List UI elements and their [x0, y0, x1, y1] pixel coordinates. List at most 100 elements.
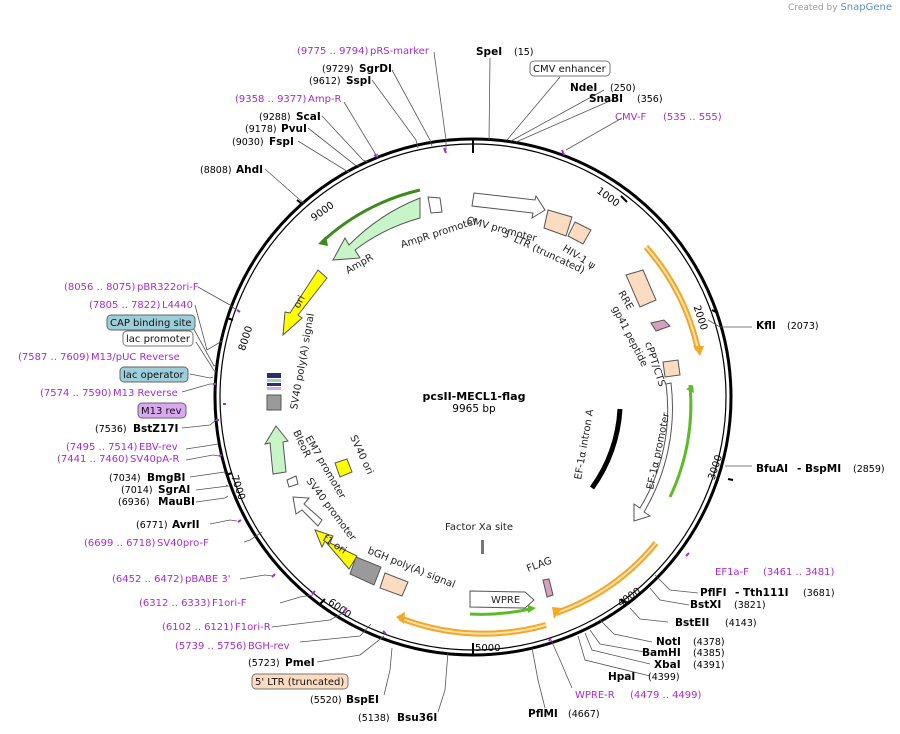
site-ahdi[interactable]: (8808)AhdI	[200, 164, 263, 176]
site-bamhi[interactable]: BamHI(4385)	[642, 647, 725, 659]
feature-grey-block[interactable]	[349, 556, 382, 586]
feature-sv40-ori[interactable]	[334, 458, 353, 478]
svg-text:(6102 .. 6121): (6102 .. 6121)	[162, 622, 234, 633]
primer-labels: (9775 .. 9794)pRS-marker (9358 .. 9377)A…	[18, 46, 835, 701]
primer-prs-marker[interactable]: (9775 .. 9794)pRS-marker	[297, 46, 430, 57]
primer-f1ori-r[interactable]: (6102 .. 6121)F1ori-R	[162, 622, 271, 633]
label-m13-rev[interactable]: M13 rev	[137, 402, 187, 419]
svg-text:(6771): (6771)	[136, 520, 168, 531]
primer-amp-r[interactable]: (9358 .. 9377)Amp-R	[235, 94, 342, 105]
site-sspi[interactable]: (9612)SspI	[309, 75, 371, 87]
feature-rre[interactable]	[625, 269, 657, 308]
primer-bgh-rev[interactable]: (5739 .. 5756)BGH-rev	[175, 641, 290, 652]
feature-flag[interactable]	[542, 578, 554, 598]
svg-text:(9358 .. 9377): (9358 .. 9377)	[235, 94, 307, 105]
cds-orange-lower[interactable]	[555, 541, 659, 616]
features	[263, 188, 704, 637]
primer-l4440[interactable]: (7805 .. 7822)L4440	[89, 300, 193, 311]
site-hpai[interactable]: HpaI (4399)	[608, 671, 680, 683]
primer-sv40pro-f[interactable]: (6699 .. 6718)SV40pro-F	[84, 538, 209, 549]
site-maubi[interactable]: (6936)MauBI	[118, 496, 195, 508]
svg-text:(7034): (7034)	[109, 473, 141, 484]
svg-text:CMV enhancer: CMV enhancer	[533, 64, 607, 75]
primer-m13-puc-reverse[interactable]: (7587 .. 7609)M13/pUC Reverse	[18, 352, 180, 363]
site-noti[interactable]: NotI(4378)	[656, 636, 725, 648]
site-avrii[interactable]: (6771)AvrII	[136, 519, 200, 531]
site-xbai[interactable]: XbaI(4391)	[654, 659, 725, 671]
feature-grey-small[interactable]	[266, 394, 282, 411]
svg-text:(7014): (7014)	[121, 485, 153, 496]
svg-text:PmeI: PmeI	[285, 657, 315, 669]
primer-wpre-r[interactable]: WPRE-R(4479 .. 4499)	[575, 690, 702, 701]
tick-5000: 5000	[475, 643, 500, 654]
site-pflfi-tth111i[interactable]: PflFI- Tth111I(3681)	[700, 587, 835, 599]
svg-text:(2859): (2859)	[853, 464, 885, 475]
site-sgrai[interactable]: (7014)SgrAI	[121, 484, 190, 496]
feature-ampr-promoter[interactable]	[427, 196, 443, 214]
cds-green-wpre[interactable]	[469, 607, 531, 616]
label-cap-binding-site[interactable]: CAP binding site	[106, 314, 196, 331]
feature-ef1a-promoter[interactable]	[633, 382, 673, 522]
primer-sv40pa-r[interactable]: (7441 .. 7460)SV40pA-R	[57, 454, 179, 465]
site-bstxi[interactable]: BstXI(3821)	[690, 599, 766, 611]
feature-ori[interactable]	[282, 269, 328, 337]
label-lac-promoter[interactable]: lac promoter	[122, 330, 194, 347]
svg-text:NdeI: NdeI	[570, 82, 597, 94]
label-5-ltr-truncated[interactable]: 5' LTR (truncated)	[251, 673, 349, 690]
svg-text:(4667): (4667)	[568, 709, 600, 720]
feature-ef1a-intron[interactable]	[589, 408, 623, 490]
feature-bgh-polya[interactable]	[379, 572, 409, 597]
svg-text:(7495 .. 7514): (7495 .. 7514)	[66, 442, 138, 453]
svg-text:BspEI: BspEI	[346, 694, 379, 706]
site-scai[interactable]: (9288)ScaI	[259, 111, 321, 123]
svg-text:(4399): (4399)	[648, 672, 680, 683]
primer-cmv-f[interactable]: CMV-F(535 .. 555)	[615, 112, 722, 123]
primer-f1ori-f[interactable]: (6312 .. 6333)F1ori-F	[139, 598, 247, 609]
cds-green-ampr[interactable]	[320, 188, 421, 244]
feature-hiv-psi[interactable]	[567, 221, 592, 245]
site-snabi[interactable]: SnaBI(356)	[589, 93, 663, 105]
site-ndei[interactable]: NdeI(250)	[570, 82, 636, 94]
feature-gp41[interactable]	[650, 319, 671, 332]
feature-cmv-promoter[interactable]	[471, 192, 546, 220]
site-spei[interactable]: SpeI(15)	[476, 46, 534, 58]
site-bstz17i[interactable]: (7536)BstZ17I	[95, 423, 178, 435]
primer-ef1a-f[interactable]: EF1a-F(3461 .. 3481)	[715, 567, 835, 578]
feature-cppt[interactable]	[662, 359, 681, 378]
svg-text:PvuI: PvuI	[281, 123, 307, 135]
primer-ebv-rev[interactable]: (7495 .. 7514)EBV-rev	[66, 442, 178, 453]
cds-green-ef1a[interactable]	[668, 384, 693, 498]
feature-ampr[interactable]	[332, 197, 421, 261]
label-lac-operator[interactable]: lac operator	[119, 366, 189, 383]
primer-pbr322ori-f[interactable]: (8056 .. 8075)pBR322ori-F	[64, 282, 199, 293]
svg-text:(356): (356)	[637, 94, 663, 105]
feature-wpre[interactable]	[469, 590, 535, 609]
site-bfuai-bspmi[interactable]: BfuAI- BspMI(2859)	[756, 463, 885, 475]
primer-pbabe3[interactable]: (6452 .. 6472)pBABE 3'	[112, 574, 231, 585]
feature-5ltr[interactable]	[543, 209, 573, 237]
site-pmei[interactable]: (5723)PmeI	[248, 657, 315, 669]
site-pvui[interactable]: (9178)PvuI	[245, 123, 307, 135]
site-sgrdi[interactable]: (9729)SgrDI	[322, 63, 392, 75]
svg-text:pBR322ori-F: pBR322ori-F	[137, 282, 199, 293]
svg-text:HpaI: HpaI	[608, 671, 635, 683]
site-bspei[interactable]: (5520)BspEI	[310, 694, 379, 706]
site-pflmi[interactable]: PflMI(4667)	[528, 708, 600, 720]
feature-bleor[interactable]	[263, 425, 289, 475]
feature-factor-xa[interactable]	[481, 540, 484, 554]
site-bmgbi[interactable]: (7034)BmgBI	[109, 472, 185, 484]
site-bsteii[interactable]: BstEII(4143)	[675, 617, 757, 629]
svg-text:L4440: L4440	[162, 300, 193, 311]
site-fspi[interactable]: (9030)FspI	[232, 136, 294, 148]
feature-sv40-promoter[interactable]	[292, 496, 323, 527]
feature-sv40-polya-bar1[interactable]	[267, 373, 281, 378]
primer-m13-reverse[interactable]: (7574 .. 7590)M13 Reverse	[40, 388, 178, 399]
label-cmv-enhancer[interactable]: CMV enhancer	[529, 60, 611, 77]
feature-em7-promoter[interactable]	[286, 475, 299, 488]
feature-f1-ori[interactable]	[314, 529, 358, 570]
svg-text:ScaI: ScaI	[296, 111, 321, 123]
site-kfli[interactable]: KflI(2073)	[756, 320, 819, 332]
tick-9000: 9000	[309, 200, 336, 224]
site-bsu36i[interactable]: (5138)Bsu36I	[358, 712, 437, 724]
